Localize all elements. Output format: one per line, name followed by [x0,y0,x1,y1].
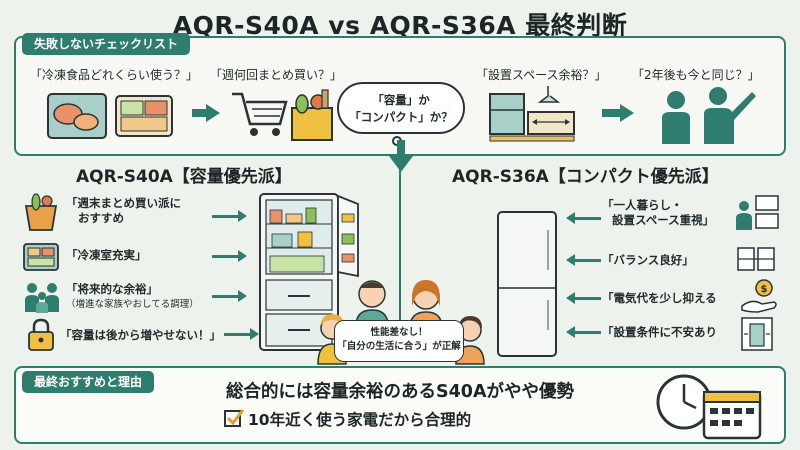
left-feature-4: 「容量は後から増やせない！」 [60,328,221,342]
freezer-box-icon [23,243,59,271]
solo-living-icon [736,195,779,230]
left-feature-2: 「冷凍室充実」 [66,248,147,262]
left-arrow-4 [224,328,259,340]
speech-line-2: 「自分の生活に合う」が正解 [337,341,461,352]
right-feature-3: 「電気代を少し抑える [602,291,717,305]
bubble-line-2: 「コンパクト」か？ [349,110,453,124]
speech-line-1: 性能差なし！ [370,327,428,338]
left-arrow-1 [212,210,247,222]
question-frozen-food: 「冷凍食品どれくらい使う？」 [30,68,199,82]
left-arrow-3 [212,290,247,302]
right-arrow-2 [566,254,601,266]
thought-bubble: 「容量」か 「コンパクト」か？ [337,82,465,134]
right-arrow-4 [566,326,601,338]
pointing-people-icon [662,87,756,144]
checklist-arrow-2 [602,104,634,122]
svg-text:$: $ [761,284,768,295]
checklist-arrow-1 [192,104,220,122]
checklist-tag: 失敗しないチェックリスト [22,33,191,55]
bubble-line-1: 「容量」か [372,93,430,107]
final-tag: 最終おすすめと理由 [22,371,155,393]
left-feature-1: 「週末まとめ買い派に おすすめ [66,196,181,225]
check-icon [224,409,245,427]
family-illustration [317,280,485,365]
installation-icon [741,317,773,351]
final-sub-text: 10年近く使う家電だから合理的 [248,411,472,429]
shopping-cart-icon [232,89,333,141]
money-saving-icon: $ [741,279,777,313]
right-feature-4: 「設置条件に不安あり [602,325,717,339]
large-fridge-illustration [259,193,359,351]
question-bulk-buying: 「週何回まとめ買い？」 [210,68,343,82]
left-feature-3: 「将来的な余裕」 （増進な家族やおしてる調理） [66,282,199,310]
frozen-food-icon [47,93,173,139]
page-title: AQR-S40A vs AQR-S36A 最終判断 [172,11,628,40]
family-icon [25,283,59,313]
lock-icon [28,318,54,351]
final-main-text: 総合的には容量余裕のあるS40Aがやや優勢 [226,382,574,402]
center-speech-bubble: 性能差なし！ 「自分の生活に合う」が正解 [334,320,464,362]
balance-icon [737,247,775,271]
question-future: 「2年後も今と同じ？」 [632,68,760,82]
right-feature-1: 「一人暮らし・ 設置スペース重視」 [602,198,715,227]
left-column-title: AQR-S40A【容量優先派】 [76,167,292,187]
question-space: 「設置スペース余裕？」 [476,68,607,82]
down-arrow-icon [389,140,413,172]
grocery-bag-icon [24,193,58,231]
clock-calendar-icon [656,374,762,440]
right-feature-2: 「バランス良好」 [602,253,694,267]
left-arrow-2 [212,250,247,262]
right-arrow-3 [566,292,601,304]
right-arrow-1 [566,212,601,224]
compact-fridge-illustration [497,211,557,357]
kitchen-space-icon [489,86,575,142]
right-column-title: AQR-S36A【コンパクト優先派】 [452,167,719,187]
column-divider [399,160,401,360]
